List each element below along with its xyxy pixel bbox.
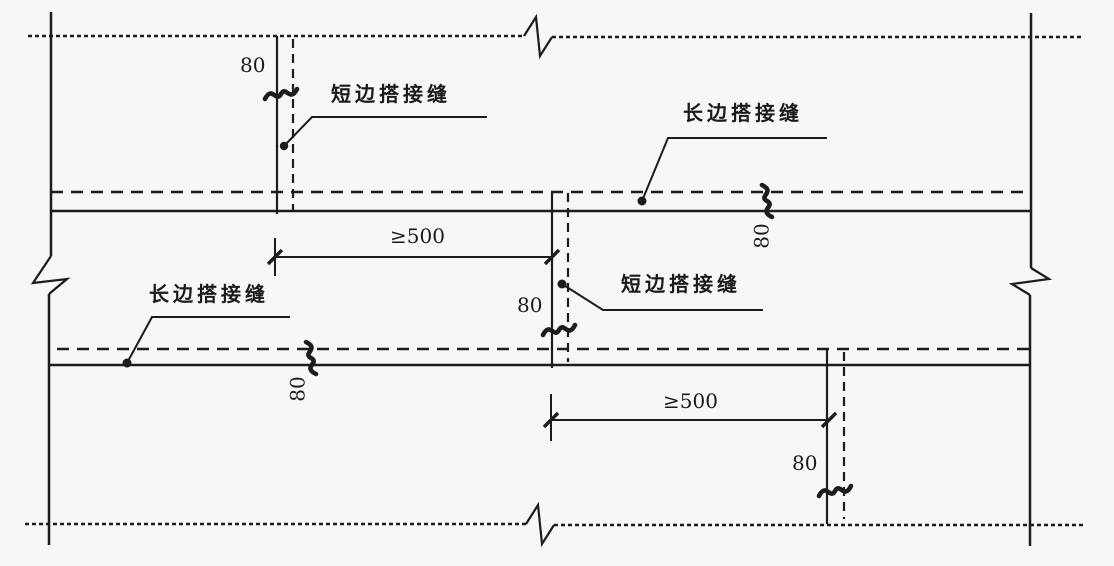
leader-dot — [557, 279, 567, 289]
long-seam-upper — [50, 190, 1031, 213]
short-seam-bottom — [825, 350, 846, 524]
lap-width-label-bottom: 80 — [792, 451, 818, 475]
top-sheet-edge-line — [28, 13, 1083, 60]
long-seam-lower — [50, 347, 1031, 367]
leader-long-seam-left — [122, 316, 290, 368]
short-seam-middle — [550, 192, 570, 368]
long-seam-label-right: 长边搭接缝 — [683, 101, 803, 125]
lap-wave-tick-middle-seam — [540, 322, 578, 338]
leader-dot — [279, 141, 289, 151]
long-seam-label-left: 长边搭接缝 — [149, 282, 269, 306]
right-sheet-edge-line — [1008, 13, 1053, 546]
short-seam-label-top: 短边搭接缝 — [331, 82, 451, 106]
dimension-stagger-bottom — [542, 394, 838, 441]
bottom-break-mark — [525, 501, 555, 548]
stagger-dimension-label-top: ≥500 — [390, 224, 445, 248]
dim-tick — [266, 248, 284, 266]
leader-dot — [637, 196, 647, 206]
leader-dot — [122, 358, 132, 368]
lap-width-label-lower-long-seam: 80 — [285, 376, 310, 402]
leader-short-seam-top — [279, 116, 487, 151]
bottom-sheet-edge-line — [25, 501, 1085, 548]
lap-width-label-top: 80 — [240, 53, 266, 77]
short-seam-label-middle: 短边搭接缝 — [621, 272, 741, 296]
dim-tick — [820, 411, 838, 429]
stagger-dimension-label-bottom: ≥500 — [663, 389, 718, 413]
top-break-mark — [523, 13, 553, 60]
lap-wave-tick-top-seam — [262, 86, 300, 102]
short-seam-top — [275, 36, 295, 214]
lap-width-label-middle: 80 — [517, 293, 543, 317]
lap-wave-tick-upper-long-seam — [759, 182, 775, 220]
left-sheet-edge-line — [30, 12, 71, 545]
dim-tick — [543, 248, 561, 266]
dim-tick — [542, 411, 560, 429]
lap-width-label-upper-long-seam: 80 — [749, 223, 774, 249]
lap-wave-tick-lower-long-seam — [303, 339, 319, 377]
left-break-mark — [30, 255, 71, 295]
leader-short-seam-middle — [557, 279, 763, 311]
dimension-stagger-top — [266, 238, 561, 276]
lap-wave-tick-bottom-seam — [816, 483, 854, 499]
right-break-mark — [1008, 267, 1053, 296]
leader-long-seam-right — [637, 137, 827, 206]
